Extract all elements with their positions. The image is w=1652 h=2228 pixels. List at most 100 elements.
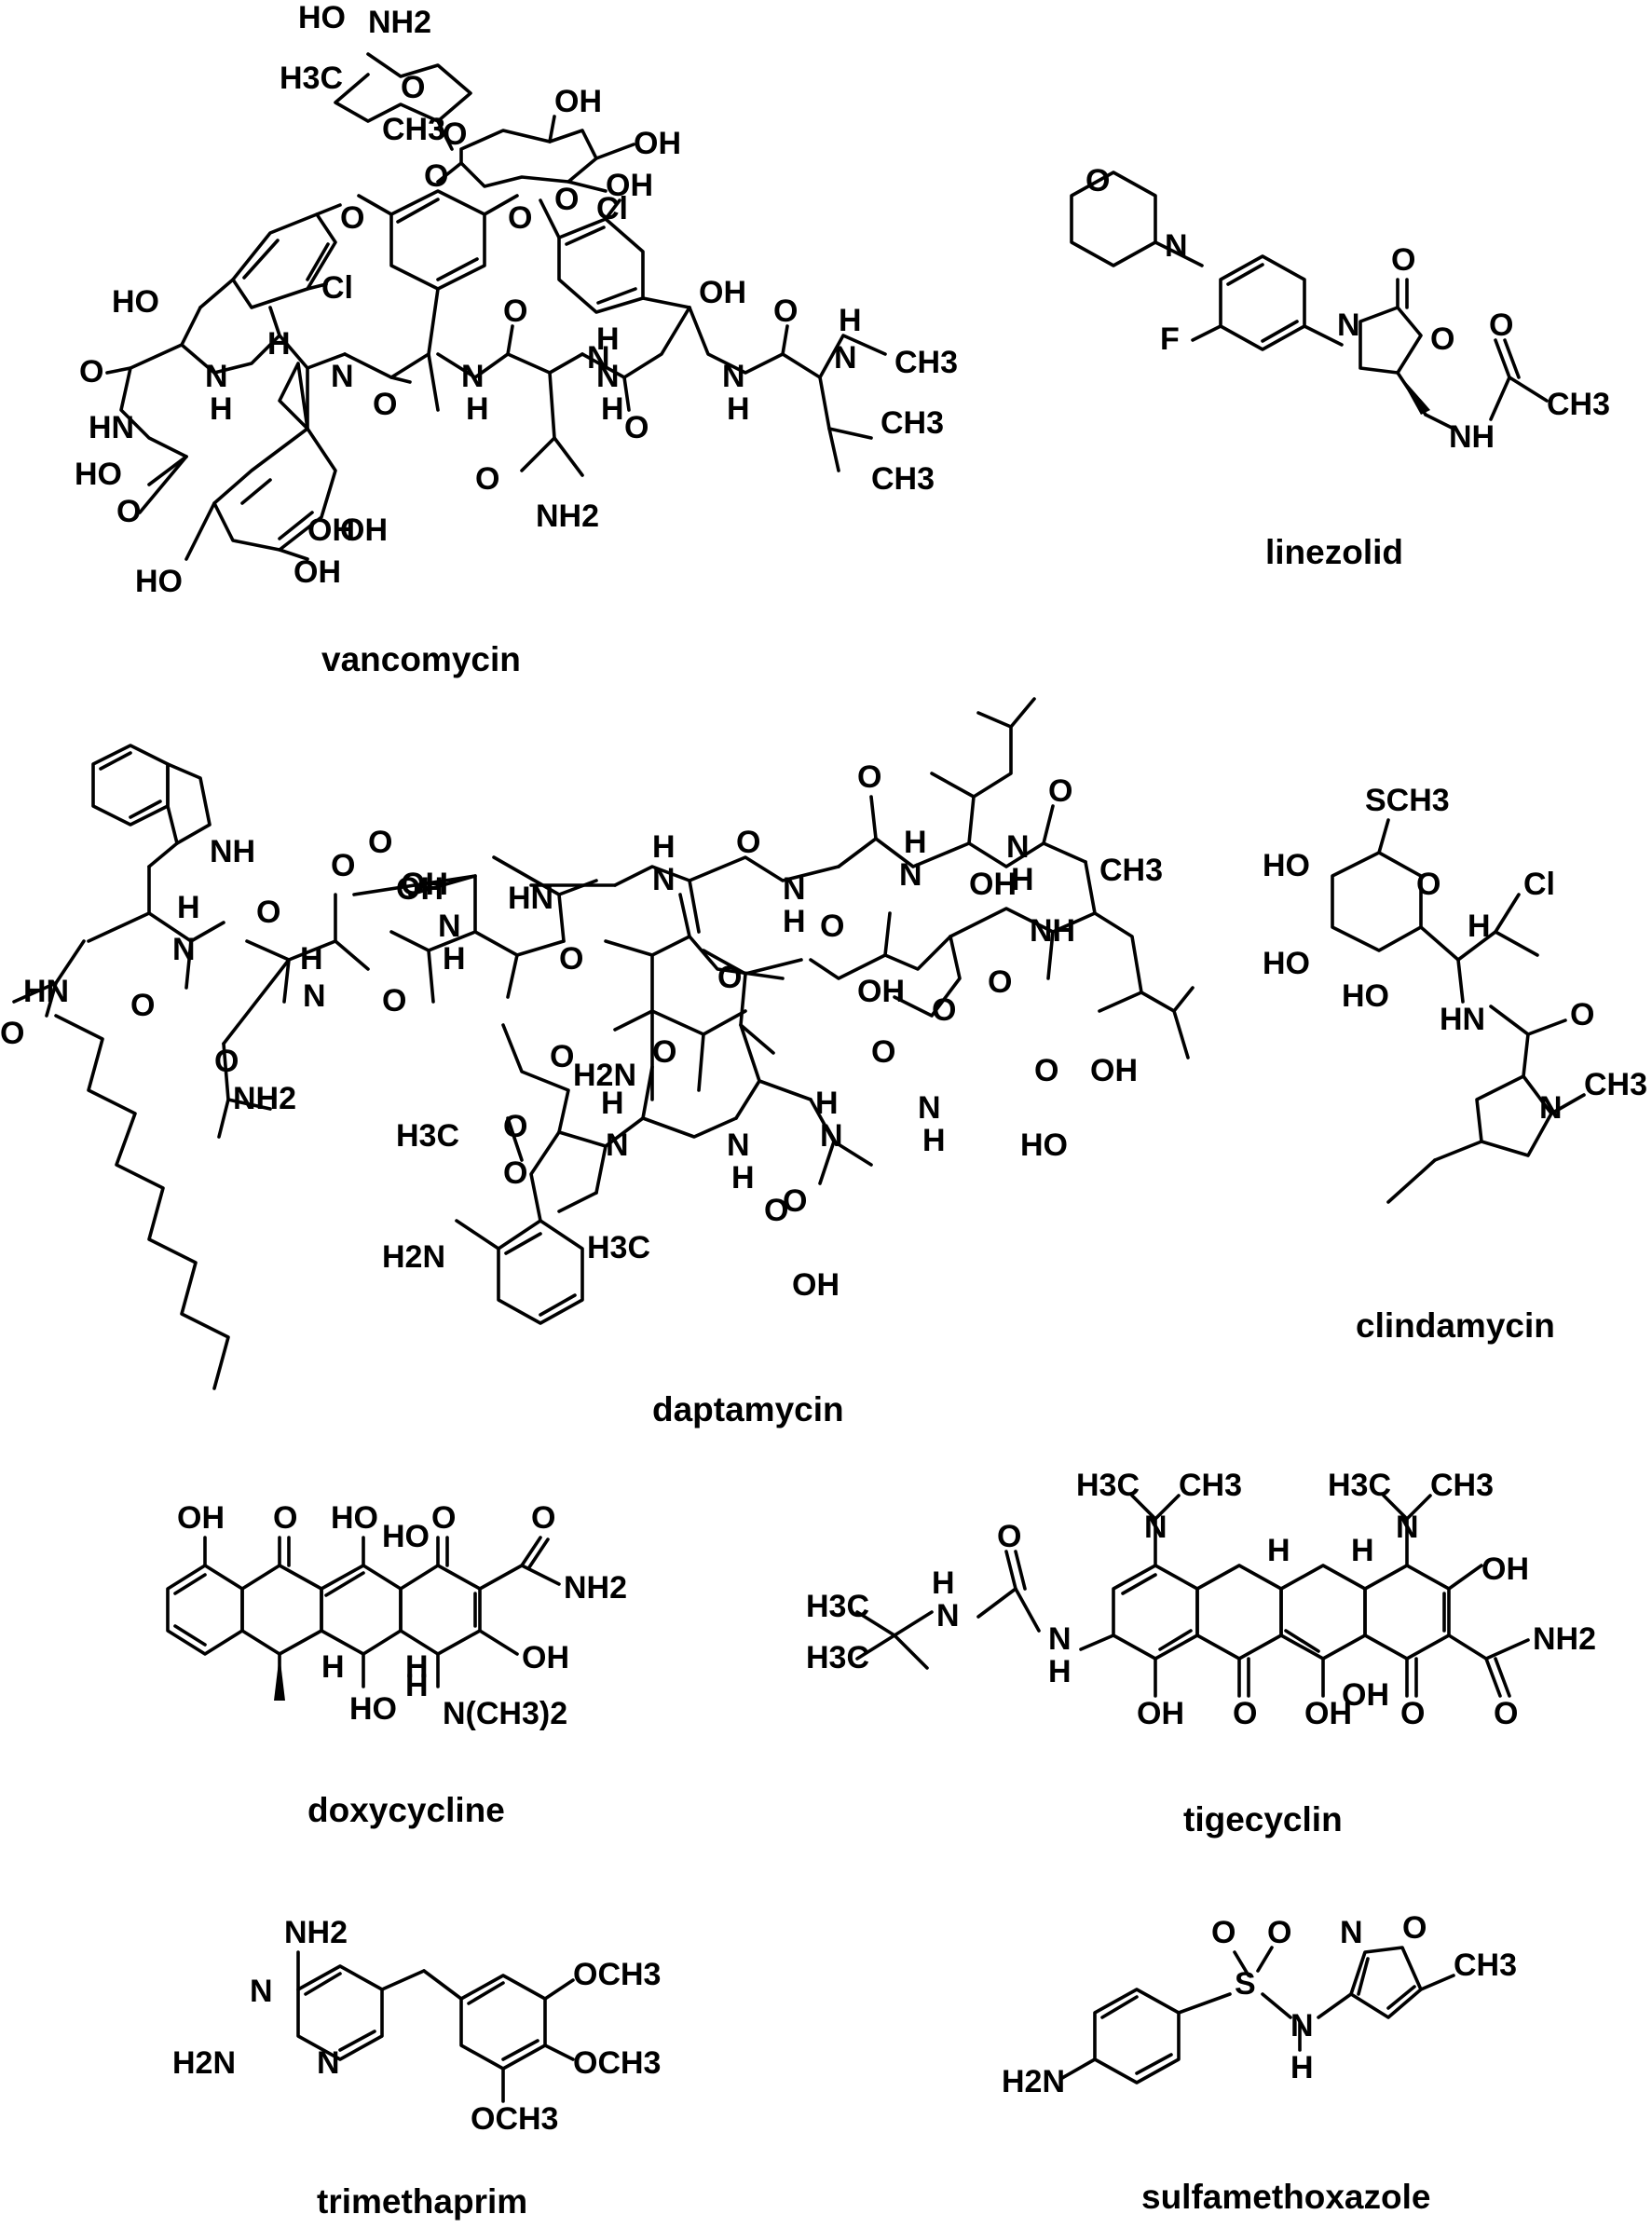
atom-label: N: [1165, 228, 1188, 264]
atom-label: O: [1233, 1696, 1257, 1731]
atom-label: HN: [23, 974, 69, 1009]
atom-label: NH2: [233, 1081, 296, 1116]
atom-label: H3C: [806, 1589, 869, 1624]
stereo-wedge: [274, 1654, 285, 1701]
atom-label: NH: [1030, 913, 1075, 949]
atom-label: CH3: [1179, 1468, 1242, 1503]
atom-label: O: [401, 70, 425, 105]
atom-label: H: [321, 1649, 345, 1685]
atom-label: N: [461, 359, 485, 394]
atom-label: O: [1391, 242, 1415, 278]
atom-label: HO: [349, 1691, 397, 1727]
atom-label: HO: [135, 564, 183, 599]
atom-label: O: [773, 294, 798, 329]
atom-label: NH: [210, 834, 255, 869]
atom-label: H: [1351, 1533, 1374, 1568]
atom-label: H: [405, 1668, 429, 1703]
atom-label: OCH3: [573, 2045, 661, 2081]
atom-label: H2N: [573, 1058, 636, 1093]
compound-name: linezolid: [1265, 533, 1403, 571]
atom-label: HO: [1263, 946, 1310, 981]
atom-label: Cl: [1523, 867, 1555, 902]
atom-label: O: [783, 1183, 807, 1219]
atom-label: HN: [1440, 1002, 1485, 1037]
atom-label: O: [79, 354, 103, 390]
atom-label: NH2: [1533, 1621, 1596, 1657]
atom-label: HO: [1263, 848, 1310, 883]
atom-label: O: [331, 848, 355, 883]
atom-label: H: [815, 1086, 839, 1121]
atom-label: N: [783, 871, 806, 907]
atom-label: O: [1430, 321, 1454, 357]
trimethaprim-structure: NH2 N H2N N OCH3 OCH3 OCH3 trimethaprim: [172, 1915, 661, 2221]
atom-label: CH3: [1547, 387, 1610, 422]
atom-label: OH: [1137, 1696, 1184, 1731]
atom-label: O: [1489, 308, 1513, 343]
atom-label: N: [1048, 1621, 1072, 1657]
atom-label: H: [466, 391, 489, 427]
atom-label: H: [731, 1160, 755, 1196]
atom-label: H: [443, 941, 466, 977]
atom-label: H2N: [172, 2045, 236, 2081]
compound-name: daptamycin: [652, 1390, 844, 1428]
atom-label: O: [932, 992, 956, 1028]
atom-label: OH: [396, 871, 444, 907]
compound-name: trimethaprim: [317, 2182, 527, 2221]
atom-label: N: [317, 2045, 340, 2081]
atom-label: OCH3: [573, 1957, 661, 1992]
atom-label: O: [1416, 867, 1440, 902]
compound-name: tigecyclin: [1183, 1800, 1343, 1838]
atom-label: O: [1034, 1053, 1058, 1088]
atom-label: N: [438, 909, 461, 944]
atom-label: N: [722, 359, 745, 394]
atom-label: N: [1290, 2008, 1314, 2043]
atom-label: H3C: [806, 1640, 869, 1675]
atom-label: CH3: [382, 112, 445, 147]
atom-label: N: [652, 862, 676, 897]
atom-label: O: [736, 825, 760, 860]
atom-label: O: [1494, 1696, 1518, 1731]
atom-label: Cl: [596, 191, 628, 226]
doxycycline-structure: OH O HO HO O O NH2 H H OH HO H N(CH3)2 d…: [166, 1500, 627, 1829]
atom-label: N: [727, 1128, 750, 1163]
atom-label: HO: [382, 1519, 430, 1554]
atom-label: CH3: [881, 405, 944, 441]
atom-label: H3C: [396, 1118, 459, 1154]
atom-label: H: [1290, 2050, 1314, 2085]
atom-label: N: [1006, 829, 1030, 865]
vancomycin-structure: HO NH2 H3C O CH3 O OH OH O O OH O O Cl C…: [75, 0, 958, 678]
atom-label: N: [587, 340, 610, 376]
atom-label: H: [727, 391, 750, 427]
atom-label: OH: [340, 513, 388, 548]
atom-label: H: [783, 904, 806, 939]
atom-label: O: [997, 1519, 1021, 1554]
atom-label: H: [652, 829, 676, 865]
atom-label: O: [871, 1034, 895, 1070]
atom-label: OCH3: [471, 2101, 558, 2137]
atom-label: H: [904, 825, 927, 860]
atom-label: H: [1267, 1533, 1290, 1568]
atom-label: OH: [401, 867, 448, 902]
atom-label: N: [1144, 1510, 1167, 1545]
atom-label: N: [1396, 1510, 1419, 1545]
atom-label: N: [820, 1118, 843, 1154]
atom-label: OH: [606, 168, 653, 203]
atom-label: NH2: [368, 5, 431, 40]
atom-label: F: [1160, 321, 1180, 357]
atom-label: N: [1337, 308, 1360, 343]
atom-label: O: [1211, 1915, 1236, 1950]
sulfamethoxazole-structure: O O S N H N O CH3 H2N sulfamethoxazole: [1002, 1910, 1517, 2216]
atom-label: O: [431, 1500, 456, 1536]
atom-label: OH: [699, 275, 746, 310]
atom-label: H: [300, 941, 323, 977]
tigecyclin-structure: H3C N CH3 H3C N CH3 H H OH O H3C H H3C N…: [806, 1468, 1596, 1838]
compound-name: clindamycin: [1356, 1306, 1555, 1345]
atom-label: O: [1402, 1910, 1427, 1946]
atom-label: N: [1340, 1915, 1363, 1950]
atom-label: O: [1085, 163, 1110, 198]
atom-label: N: [606, 1128, 629, 1163]
linezolid-structure: O N F N O O O CH3 NH linezolid: [1070, 163, 1610, 571]
atom-label: HO: [112, 284, 159, 320]
